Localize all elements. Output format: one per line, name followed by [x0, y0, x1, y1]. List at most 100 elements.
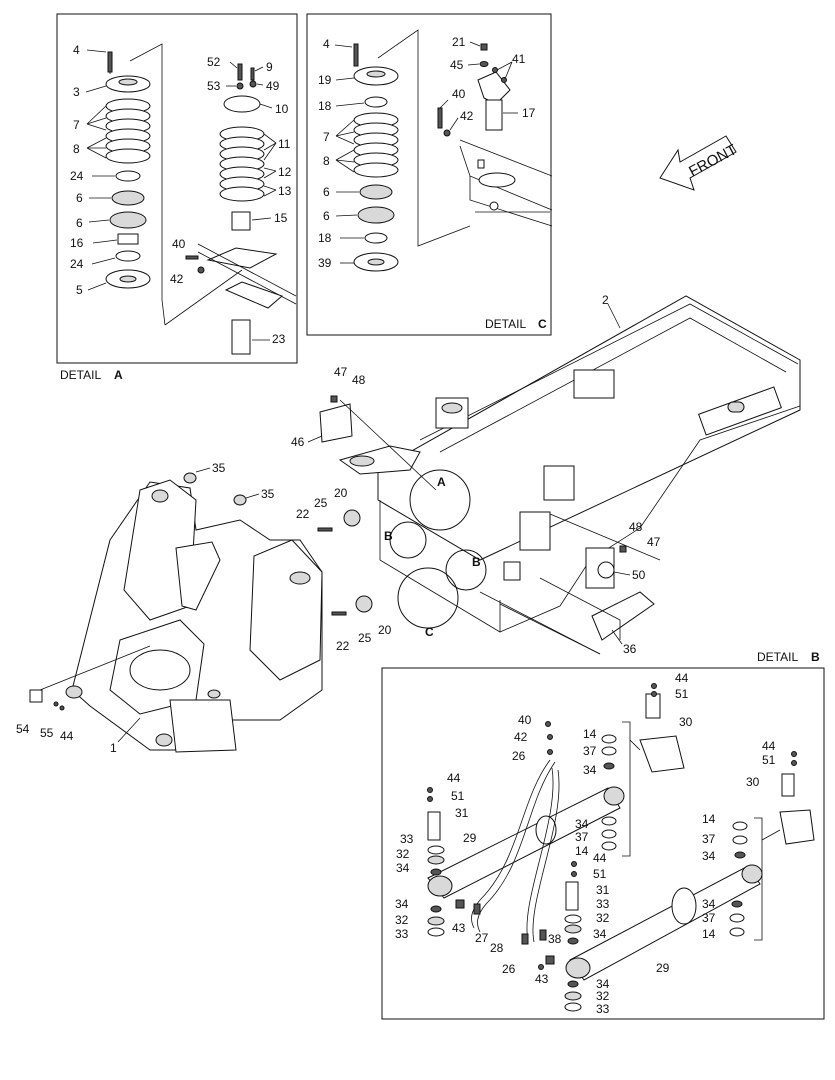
- callout-41: 41: [512, 52, 526, 66]
- bearing-icon: [357, 206, 395, 224]
- callout-40: 40: [172, 237, 186, 251]
- callout-31: 31: [455, 806, 469, 820]
- callout-6: 6: [323, 185, 330, 199]
- bushing-icon: [343, 509, 361, 527]
- guard-plate-icon: [591, 591, 655, 641]
- callout-51: 51: [451, 789, 465, 803]
- hydraulic-hose-icon: [471, 759, 551, 929]
- callout-25: 25: [358, 631, 372, 645]
- callout-14: 14: [583, 727, 597, 741]
- hole-icon: [478, 172, 516, 188]
- detail-b: [381, 667, 825, 1020]
- callout-33: 33: [596, 1002, 610, 1016]
- callout-29: 29: [463, 831, 477, 845]
- callout-24: 24: [70, 169, 84, 183]
- callout-26: 26: [512, 749, 526, 763]
- callout-44: 44: [593, 851, 607, 865]
- callout-1: 1: [110, 741, 117, 755]
- callout-34: 34: [596, 977, 610, 991]
- bolt-icon: [237, 63, 243, 81]
- callout-44: 44: [447, 771, 461, 785]
- pin-icon: [427, 811, 441, 841]
- detail-a-letter: A: [114, 368, 123, 382]
- callout-43: 43: [452, 921, 466, 935]
- callout-40: 40: [518, 713, 532, 727]
- bolt-icon: [437, 107, 443, 129]
- callout-30: 30: [746, 775, 760, 789]
- callout-c-marker: C: [425, 625, 434, 639]
- callout-19: 19: [318, 73, 332, 87]
- callout-34: 34: [702, 849, 716, 863]
- callout-14: 14: [702, 927, 716, 941]
- callout-29: 29: [656, 961, 670, 975]
- fitting-icon: [473, 903, 481, 915]
- hydraulic-cylinder-icon: [427, 787, 621, 899]
- bolt-icon: [317, 527, 333, 532]
- front-frame-icon: [29, 472, 323, 753]
- detail-c: [306, 13, 553, 336]
- callout-37: 37: [583, 744, 597, 758]
- callout-31: 31: [596, 883, 610, 897]
- callout-42: 42: [170, 272, 184, 286]
- callout-48: 48: [352, 373, 366, 387]
- pin-icon: [781, 773, 795, 797]
- callout-46: 46: [291, 435, 305, 449]
- ring-icon: [115, 250, 141, 262]
- callout-18: 18: [318, 99, 332, 113]
- sleeve-icon: [231, 211, 251, 231]
- callout-45: 45: [450, 58, 464, 72]
- callout-b-marker: B: [472, 555, 481, 569]
- callout-32: 32: [395, 913, 409, 927]
- callout-34: 34: [575, 817, 589, 831]
- washer-icon: [443, 129, 451, 137]
- callout-2: 2: [602, 293, 609, 307]
- bushing-icon: [355, 595, 373, 613]
- ring-icon: [115, 170, 141, 182]
- bolt-icon: [250, 67, 255, 81]
- grease-fitting-icon: [233, 494, 247, 506]
- hydraulic-hose-icon: [526, 767, 554, 941]
- spring-stack-icon: [353, 112, 399, 178]
- detail-b-frame: [381, 667, 825, 1020]
- callout-24: 24: [70, 257, 84, 271]
- grease-fitting-icon: [183, 472, 197, 484]
- callout-7: 7: [323, 130, 330, 144]
- plate-icon: [29, 689, 43, 703]
- bearing-icon: [109, 211, 147, 229]
- bolt-icon: [185, 255, 199, 260]
- bracket-plate-icon: [477, 71, 511, 105]
- callout-49: 49: [266, 79, 280, 93]
- callout-55: 55: [40, 726, 54, 740]
- callout-34: 34: [593, 927, 607, 941]
- callout-32: 32: [596, 989, 610, 1003]
- callout-52: 52: [207, 55, 221, 69]
- bolt-head-icon: [330, 395, 338, 403]
- callout-20: 20: [378, 623, 392, 637]
- callout-4: 4: [73, 43, 80, 57]
- bearing-icon: [111, 190, 145, 206]
- cover-plate-icon: [319, 403, 353, 443]
- callout-33: 33: [596, 897, 610, 911]
- detail-a: [56, 13, 298, 364]
- bracket-icon: [338, 445, 421, 475]
- callout-8: 8: [73, 142, 80, 156]
- callout-b-marker: B: [384, 529, 393, 543]
- callout-13: 13: [278, 184, 292, 198]
- ring-icon: [364, 96, 388, 108]
- detail-c-caption: DETAIL: [485, 317, 526, 331]
- spacer-icon: [117, 233, 139, 245]
- callout-47: 47: [334, 365, 348, 379]
- washer-icon: [197, 266, 205, 274]
- callout-6: 6: [323, 209, 330, 223]
- callout-44: 44: [762, 739, 776, 753]
- front-arrow-icon: FRONT: [659, 135, 740, 191]
- callout-23: 23: [272, 332, 286, 346]
- washer-icon: [236, 82, 244, 90]
- callout-32: 32: [596, 911, 610, 925]
- bolt-head-icon: [480, 43, 488, 51]
- callout-37: 37: [702, 832, 716, 846]
- detail-c-frame: [306, 13, 552, 336]
- callout-11: 11: [278, 137, 291, 151]
- bracket-icon: [779, 809, 815, 845]
- washer-icon: [479, 61, 489, 67]
